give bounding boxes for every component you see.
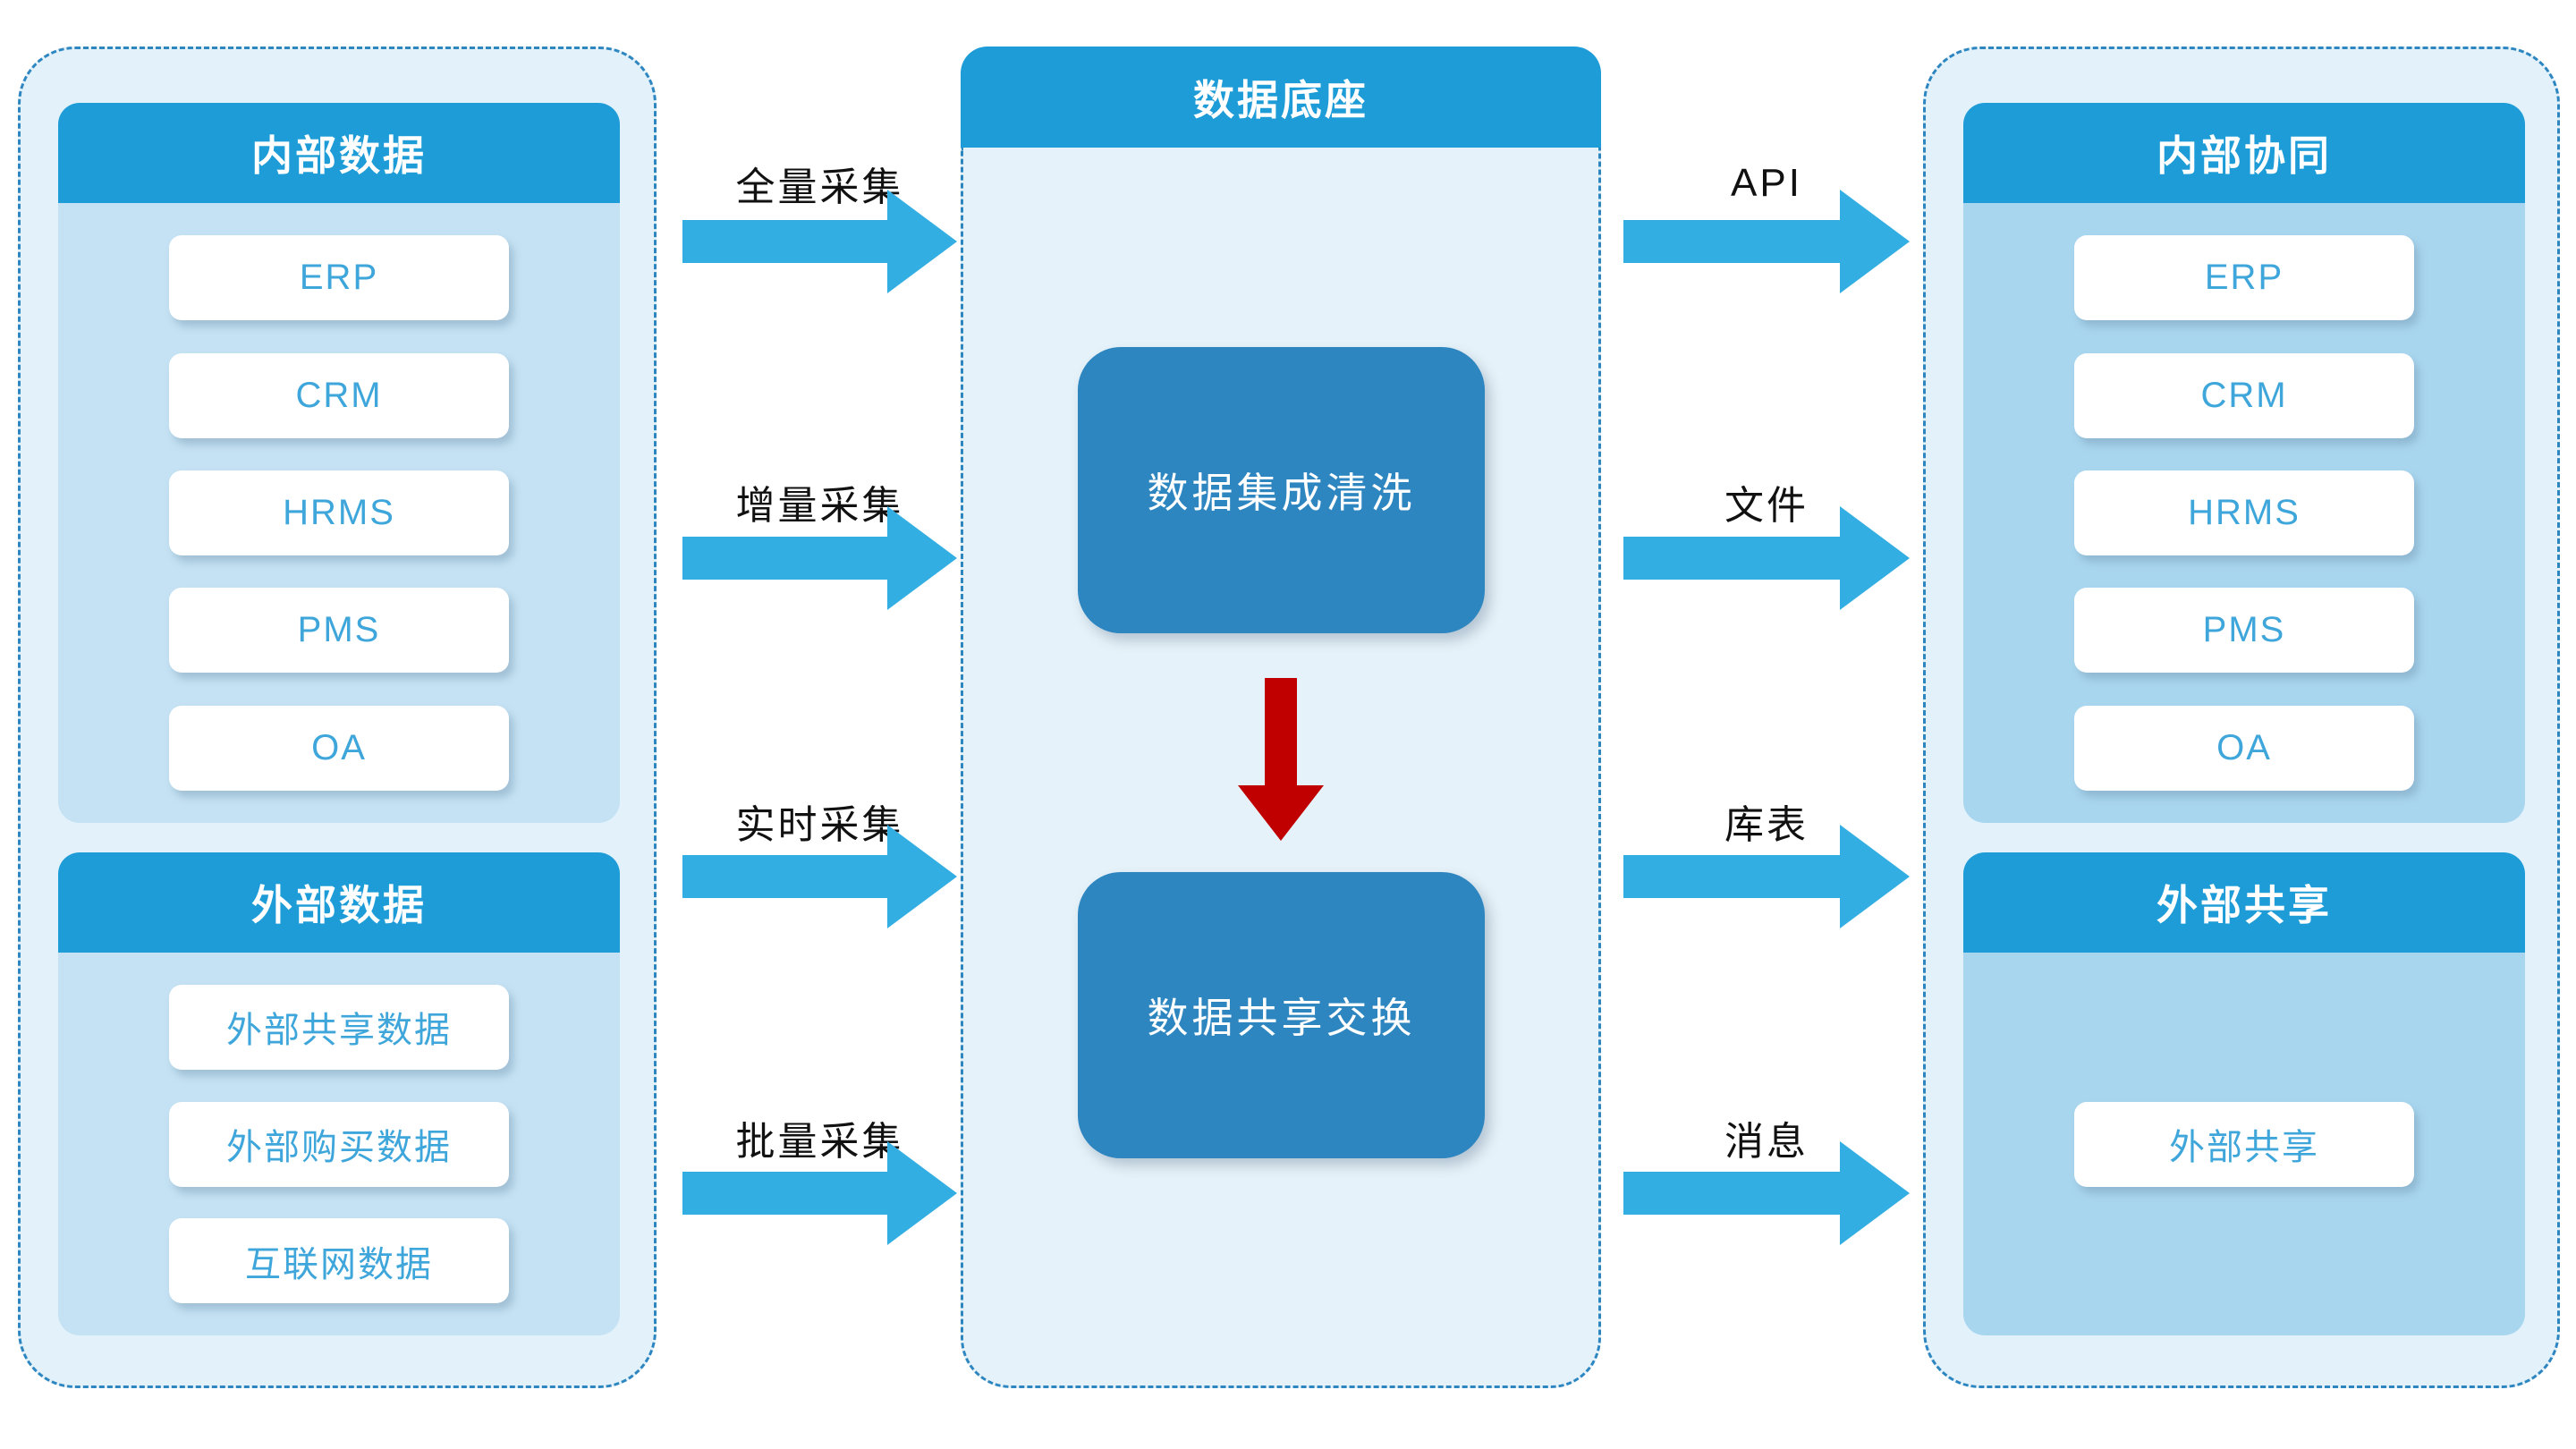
section-internal-data: 内部数据 ERP CRM HRMS PMS OA [58, 103, 620, 823]
section-internal-data-body: ERP CRM HRMS PMS OA [58, 203, 620, 823]
item-label: OA [311, 727, 367, 767]
down-arrow-icon [1238, 678, 1324, 841]
collect-label: 增量采集 [682, 477, 957, 528]
right-arrow-icon [1623, 1141, 1910, 1245]
delivery-label: 消息 [1623, 1113, 1910, 1164]
item-label: 外部购买数据 [226, 1128, 452, 1167]
section-internal-collaboration: 内部协同 ERP CRM HRMS PMS OA [1963, 103, 2525, 823]
section-external-sharing: 外部共享 外部共享 [1963, 852, 2525, 1335]
right-arrow-icon [1623, 506, 1910, 610]
section-internal-collaboration-header: 内部协同 [1963, 103, 2525, 203]
arrow-shaft [682, 1172, 887, 1215]
item-card: 外部共享 [2074, 1101, 2414, 1187]
arrow-shaft [1623, 537, 1840, 580]
data-platform-container: 数据底座 数据集成清洗 数据共享交换 [961, 47, 1601, 1388]
item-card: 外部购买数据 [169, 1101, 509, 1187]
section-title: 外部数据 [251, 882, 427, 928]
item-card: PMS [2074, 588, 2414, 674]
node-label: 数据共享交换 [1147, 995, 1416, 1041]
section-title: 内部协同 [2157, 132, 2332, 179]
item-label: PMS [2202, 610, 2286, 650]
arrow-head [1840, 825, 1910, 928]
arrow-shaft [682, 855, 887, 898]
collect-label-text: 实时采集 [735, 803, 904, 847]
item-label: 外部共享数据 [226, 1011, 452, 1051]
data-consumers-container: 内部协同 ERP CRM HRMS PMS OA 外部共享 外部共享 [1923, 47, 2560, 1388]
item-card: CRM [2074, 352, 2414, 438]
arrow-head [887, 1141, 957, 1245]
arrow-shaft [1265, 678, 1297, 785]
item-card: HRMS [169, 470, 509, 555]
item-label: OA [2216, 727, 2272, 767]
item-label: 互联网数据 [245, 1244, 433, 1284]
item-label: ERP [299, 258, 379, 298]
section-title: 外部共享 [2157, 882, 2332, 928]
data-platform-header: 数据底座 [961, 47, 1601, 148]
arrow-head [887, 506, 957, 610]
arrow-shaft [1623, 855, 1840, 898]
collect-label: 批量采集 [682, 1113, 957, 1164]
collect-label: 实时采集 [682, 796, 957, 847]
arrow-head [1238, 785, 1324, 841]
item-label: HRMS [283, 492, 395, 532]
item-label: HRMS [2188, 492, 2301, 532]
item-card: ERP [2074, 235, 2414, 321]
section-external-data-body: 外部共享数据 外部购买数据 互联网数据 [58, 953, 620, 1335]
item-card: ERP [169, 235, 509, 321]
delivery-label-text: 文件 [1724, 484, 1809, 528]
arrow-head [1840, 506, 1910, 610]
item-label: PMS [297, 610, 381, 650]
arrow-shaft [682, 220, 887, 263]
item-label: CRM [295, 375, 383, 415]
item-card: OA [169, 705, 509, 791]
right-arrow-icon [1623, 190, 1910, 293]
item-label: ERP [2204, 258, 2284, 298]
delivery-label: 库表 [1623, 796, 1910, 847]
delivery-label-text: 消息 [1724, 1120, 1809, 1164]
delivery-label: 文件 [1623, 477, 1910, 528]
collect-label: 全量采集 [682, 158, 957, 209]
section-internal-data-header: 内部数据 [58, 103, 620, 203]
arrow-head [887, 825, 957, 928]
delivery-label-text: 库表 [1724, 803, 1809, 847]
section-title: 内部数据 [251, 132, 427, 179]
right-arrow-icon [682, 825, 957, 928]
section-internal-collaboration-body: ERP CRM HRMS PMS OA [1963, 203, 2525, 823]
delivery-label-text: API [1731, 161, 1802, 205]
node-data-sharing-exchange: 数据共享交换 [1078, 872, 1485, 1158]
item-card: PMS [169, 588, 509, 674]
collect-label-text: 增量采集 [735, 484, 904, 528]
right-arrow-icon [1623, 825, 1910, 928]
delivery-label: API [1623, 158, 1910, 208]
arrow-head [887, 190, 957, 293]
arrow-shaft [1623, 220, 1840, 263]
right-arrow-icon [682, 1141, 957, 1245]
item-card: CRM [169, 352, 509, 438]
collect-label-text: 批量采集 [735, 1120, 904, 1164]
section-external-data-header: 外部数据 [58, 852, 620, 953]
arrow-shaft [1623, 1172, 1840, 1215]
node-label: 数据集成清洗 [1147, 470, 1416, 516]
right-arrow-icon [682, 506, 957, 610]
collect-label-text: 全量采集 [735, 165, 904, 209]
data-sources-container: 内部数据 ERP CRM HRMS PMS OA 外部数据 外部共享数据 外部购… [18, 47, 657, 1388]
section-external-data: 外部数据 外部共享数据 外部购买数据 互联网数据 [58, 852, 620, 1335]
right-arrow-icon [682, 190, 957, 293]
arrow-shaft [682, 537, 887, 580]
item-card: HRMS [2074, 470, 2414, 555]
item-card: OA [2074, 705, 2414, 791]
section-external-sharing-body: 外部共享 [1963, 953, 2525, 1335]
node-data-integration-cleaning: 数据集成清洗 [1078, 347, 1485, 633]
arrow-head [1840, 190, 1910, 293]
section-external-sharing-header: 外部共享 [1963, 852, 2525, 953]
item-card: 外部共享数据 [169, 984, 509, 1070]
data-platform-title: 数据底座 [1193, 76, 1368, 123]
arrow-head [1840, 1141, 1910, 1245]
item-label: CRM [2200, 375, 2288, 415]
item-card: 互联网数据 [169, 1218, 509, 1304]
item-label: 外部共享 [2169, 1128, 2319, 1167]
